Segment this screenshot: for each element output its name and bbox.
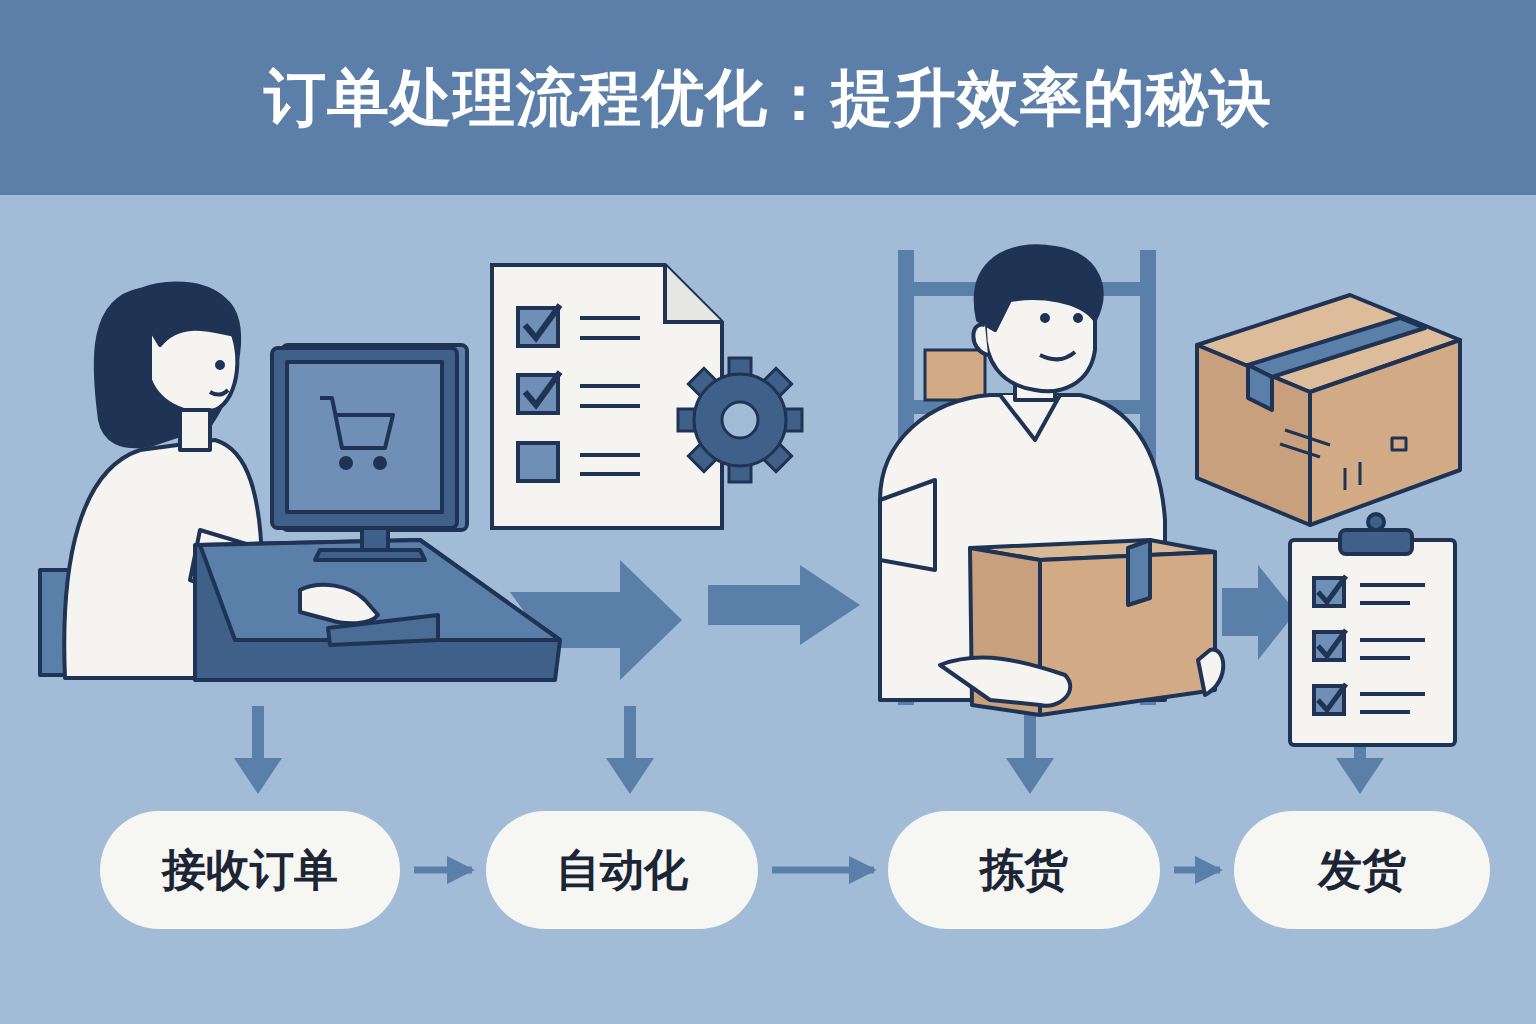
- gear-icon: [678, 358, 802, 482]
- flow-arrow: [708, 565, 860, 645]
- down-arrow: [606, 706, 654, 794]
- step-label: 拣货: [980, 841, 1068, 900]
- flow-connector: [414, 867, 472, 874]
- process-pill: 发货: [1234, 811, 1490, 929]
- woman-at-computer: [40, 283, 560, 680]
- checklist-document: [492, 265, 722, 528]
- down-arrow: [234, 706, 282, 794]
- down-arrow: [1006, 706, 1054, 794]
- shipping-box: [1197, 295, 1460, 525]
- worker-with-box: [880, 246, 1223, 715]
- title-text: 订单处理流程优化：提升效率的秘诀: [264, 56, 1272, 140]
- flow-connector: [1174, 867, 1220, 874]
- gear-hole: [722, 402, 758, 438]
- step-label: 自动化: [556, 841, 688, 900]
- process-pill: 拣货: [888, 811, 1160, 929]
- step-label: 发货: [1318, 841, 1406, 900]
- process-pill: 接收订单: [100, 811, 400, 929]
- step-label: 接收订单: [162, 841, 338, 900]
- shipping-clipboard: [1290, 514, 1455, 745]
- flow-arrow: [1222, 565, 1296, 660]
- gear-body: [694, 374, 786, 466]
- process-pill: 自动化: [486, 811, 758, 929]
- title-band: 订单处理流程优化：提升效率的秘诀: [0, 0, 1536, 195]
- flow-connector: [772, 867, 874, 874]
